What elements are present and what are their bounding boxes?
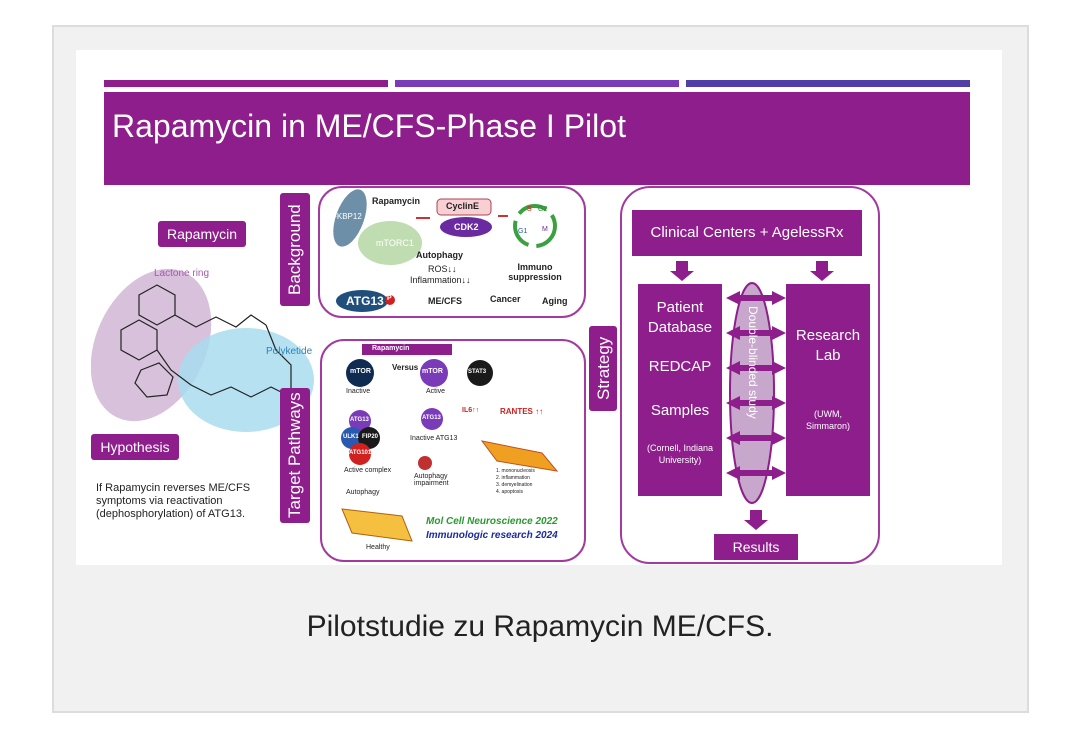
tp-rapamycin: Rapamycin <box>372 345 410 352</box>
tp-versus: Versus <box>392 363 419 372</box>
bg-atg13: ATG13 <box>346 294 384 308</box>
tp-fip20: FIP20 <box>362 434 379 440</box>
research-lab-box: Research Lab (UWM, Simmaron) <box>786 284 870 496</box>
tp-atg101: ATG101 <box>349 450 372 456</box>
hypothesis-text: If Rapamycin reverses ME/CFS symptoms vi… <box>96 482 251 520</box>
tp-atg13-active: ATG13 <box>422 415 441 421</box>
bg-autophagy: Autophagy <box>416 250 463 260</box>
tp-autophagy: Autophagy <box>346 489 380 496</box>
tp-rantes: RANTES ↑↑ <box>500 407 544 416</box>
bg-phase-s: S <box>527 206 532 213</box>
bg-mecfs: ME/CFS <box>428 296 463 306</box>
background-label: Background <box>280 193 310 306</box>
hypothesis-label: Hypothesis <box>91 434 179 460</box>
bg-aging: Aging <box>542 296 568 306</box>
tp-ref-1: Mol Cell Neuroscience 2022 <box>426 516 558 527</box>
target-pathway-diagram <box>341 344 559 542</box>
background-pathway-diagram <box>333 189 557 312</box>
tp-mtor-active-node: mTOR <box>422 368 443 375</box>
bg-phospho: P <box>387 295 392 302</box>
image-caption: Pilotstudie zu Rapamycin ME/CFS. <box>306 610 774 643</box>
bg-cycline: CyclinE <box>446 201 480 211</box>
bg-cdk2: CDK2 <box>454 222 479 232</box>
bg-mtorc1: mTORC1 <box>376 238 414 248</box>
target-pathways-panel: Rapamycin mTOR mTOR Versus STAT3 Inactiv… <box>320 339 586 562</box>
tp-inactive-atg13: Inactive ATG13 <box>410 435 458 442</box>
tp-ulk1: ULK1 <box>343 434 359 440</box>
bg-cancer: Cancer <box>490 294 521 304</box>
bg-rapamycin: Rapamycin <box>372 196 421 206</box>
bg-fkbp12: FKBP12 <box>332 212 362 221</box>
cornell-label: (Cornell, Indiana University) <box>646 443 714 465</box>
lactone-ring-label: Lactone ring <box>154 268 210 279</box>
bg-ros: ROS↓↓ <box>428 264 457 274</box>
bg-phase-g1: G1 <box>518 228 528 235</box>
slide-image: Rapamycin in ME/CFS-Phase I Pilot Rapamy… <box>76 50 1002 565</box>
tp-stat3: STAT3 <box>468 369 487 375</box>
background-panel: Rapamycin FKBP12 mTORC1 CyclinE CDK2 S G… <box>318 186 586 318</box>
tp-list-3: 3. demyelination <box>496 482 533 488</box>
slide-title-bar: Rapamycin in ME/CFS-Phase I Pilot <box>104 92 970 185</box>
bg-phase-g2: G2 <box>538 206 548 213</box>
strategy-panel: Clinical Centers + AgelessRx Patient Dat… <box>620 186 880 564</box>
slide-title: Rapamycin in ME/CFS-Phase I Pilot <box>112 108 626 144</box>
strategy-flow-arrows <box>670 261 834 530</box>
tp-outcome-list: 1. mononucleosis 2. inflammation 3. demy… <box>496 468 535 496</box>
tp-autophagy-impairment: Autophagy impairment <box>414 473 449 487</box>
accent-bar-2 <box>395 80 679 87</box>
redcap-label: REDCAP <box>648 358 712 375</box>
accent-bar-3 <box>686 80 970 87</box>
bg-inflammation: Inflammation↓↓ <box>410 275 471 285</box>
results-box: Results <box>714 534 798 560</box>
rapamycin-structure-diagram <box>91 268 314 432</box>
clinical-centers-box: Clinical Centers + AgelessRx <box>632 210 862 256</box>
tp-il6: IL6↑↑ <box>462 407 480 414</box>
target-pathways-label: Target Pathways <box>280 388 310 523</box>
tp-list-1: 1. mononucleosis <box>496 468 535 474</box>
tp-active-complex: Active complex <box>344 467 392 474</box>
strategy-label: Strategy <box>589 326 617 411</box>
tp-active: Active <box>426 388 446 395</box>
double-blinded-label: Double-blinded study <box>746 306 760 419</box>
tp-ref-2: Immunologic research 2024 <box>426 530 558 541</box>
tp-list-4: 4. apoptosis <box>496 489 523 495</box>
bg-phase-m: M <box>542 226 548 233</box>
bg-immuno: Immuno suppression <box>508 262 562 282</box>
tp-list-2: 2. inflammation <box>496 475 530 481</box>
polyketide-label: Polyketide <box>266 346 313 357</box>
patient-database-box: Patient Database REDCAP Samples (Cornell… <box>638 284 722 496</box>
tp-mtor-inactive-node: mTOR <box>350 368 371 375</box>
samples-label: Samples <box>650 402 710 419</box>
tp-inactive: Inactive <box>346 388 371 395</box>
patient-database-label: Patient Database <box>647 299 713 336</box>
accent-bar-1 <box>104 80 388 87</box>
tp-healthy: Healthy <box>366 544 390 551</box>
research-lab-label: Research Lab <box>795 327 861 364</box>
tp-atg13: ATG13 <box>350 417 369 423</box>
uwm-label: (UWM, Simmaron) <box>805 409 850 431</box>
rapamycin-label: Rapamycin <box>158 221 246 247</box>
